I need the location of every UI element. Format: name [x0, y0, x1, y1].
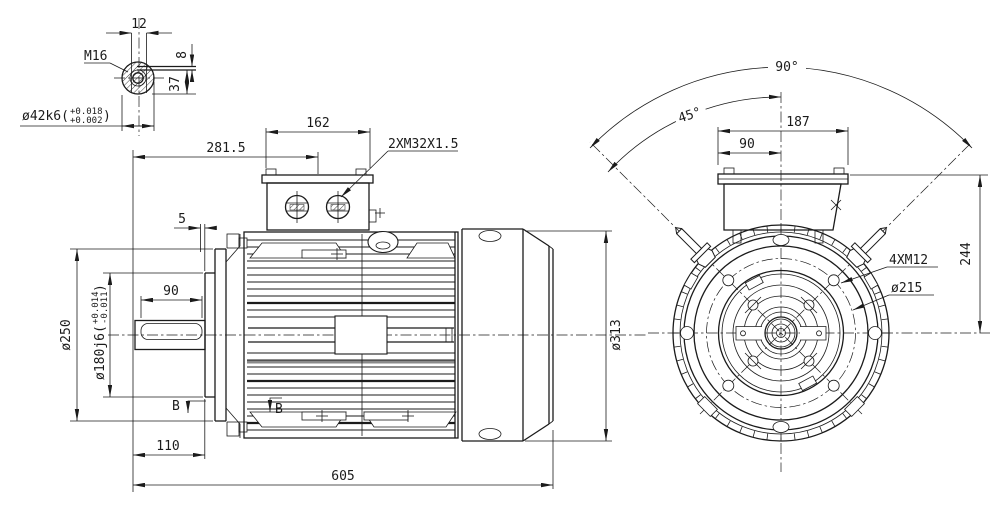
eyebolt-right	[843, 219, 895, 271]
spigot-dia-text: ø180j6(	[93, 325, 108, 380]
dim-keyway-length: 90	[163, 284, 179, 299]
side-hole-left	[680, 326, 694, 340]
dim-dist-to-box: 281.5	[206, 141, 245, 156]
spigot-tol-upper: +0.014	[91, 291, 101, 324]
dim-flange-dia: ø250	[59, 319, 74, 350]
cable-gland-label: 2XM32X1.5	[388, 137, 458, 152]
shaft-circle	[766, 318, 796, 348]
dim-box-width: 187	[786, 115, 809, 130]
shaft-dia-label: ø42k6(	[22, 109, 69, 124]
spigot-relief-pad	[798, 375, 818, 392]
bottom-lug-hole	[772, 421, 790, 433]
shaft-tol-lower: +0.002	[70, 116, 103, 126]
face-keyway-slots	[735, 326, 827, 341]
section-label-left: B	[172, 399, 180, 414]
dim-key-width: 12	[131, 17, 147, 32]
cowl-vent-bottom	[478, 428, 502, 440]
section-marker-left: B	[172, 399, 206, 414]
side-hole-right	[868, 326, 882, 340]
dim-spigot-offset: 5	[178, 212, 186, 227]
terminal-box	[261, 168, 385, 231]
top-lug-hole	[772, 234, 790, 246]
rim-boss	[697, 396, 718, 417]
fin-ticks	[673, 225, 889, 441]
spigot-relief-pad	[744, 274, 764, 291]
shaft-keyway	[140, 323, 203, 340]
cowl-vent-top	[478, 230, 502, 242]
dim-center-height: 244	[959, 242, 974, 266]
side-view: 90	[59, 116, 648, 492]
dim-keyway-depth: 37	[168, 76, 183, 92]
dim-key-height: 8	[175, 51, 190, 59]
section-marker-right: B	[267, 397, 283, 417]
shaft-dia-paren: )	[103, 109, 111, 124]
bolt-circle	[706, 258, 856, 408]
rim-boss	[863, 272, 879, 290]
frame-center-block	[334, 315, 388, 355]
dim-shaft-length: 110	[156, 439, 179, 454]
dim-box-half-width: 90	[739, 137, 755, 152]
flange-bolt-holes	[722, 274, 840, 392]
fan-cowl	[454, 228, 554, 442]
spigot-dia-label: ø180j6( +0.014 -0.011 )	[91, 284, 110, 380]
flange	[204, 233, 248, 438]
front-view: 187 90 90° 45° 4XM12 ø215 244	[589, 59, 990, 472]
shaft-end-detail: 12 8 37 M16 ø42k6( +0.018 +0.002 )	[20, 17, 196, 136]
thread-label: M16	[84, 49, 107, 64]
rim-boss	[683, 272, 699, 290]
angle-45-label: 45°	[676, 105, 703, 127]
m16-tapped-hole	[132, 72, 144, 84]
shaft-tol-upper: +0.018	[70, 107, 103, 117]
dim-box-length: 162	[306, 116, 329, 131]
terminal-box-front	[717, 167, 849, 244]
dim-total-length: 605	[331, 469, 354, 484]
angle-90-label: 90°	[775, 60, 798, 75]
dim-cowl-dia: ø313	[609, 319, 624, 350]
spigot-circle	[717, 269, 845, 397]
flange-outline	[693, 245, 869, 421]
bolt-circle-label: ø215	[891, 281, 922, 296]
bearing-cap-screws	[744, 296, 818, 370]
rim-boss	[844, 396, 865, 417]
spigot-paren: )	[93, 284, 108, 292]
flange-bolts-label: 4XM12	[889, 253, 928, 268]
motor-frame	[243, 231, 459, 439]
eyebolt-left	[667, 219, 719, 271]
spigot-tol-lower: -0.011	[100, 291, 110, 324]
section-label-right: B	[275, 402, 283, 417]
